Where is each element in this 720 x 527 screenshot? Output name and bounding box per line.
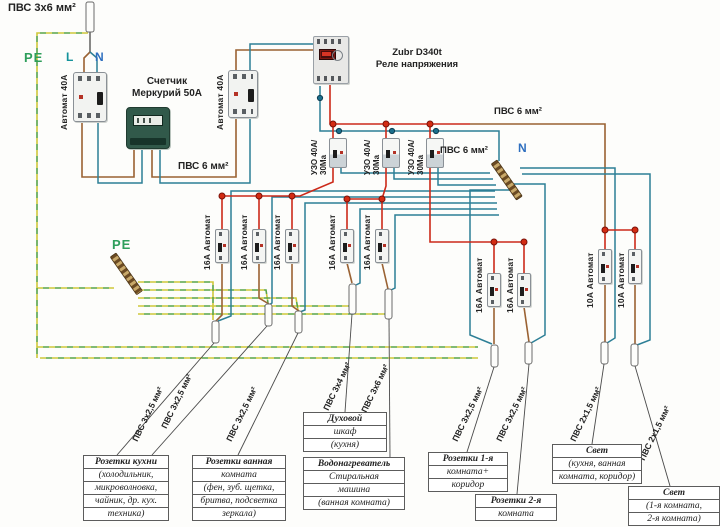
main-breaker-left-label: Автомат 40А — [59, 74, 69, 130]
load-box-boiler-washer: Водонагреватель Стиральная машина (ванна… — [303, 457, 405, 510]
breaker16-2-label: 16А Автомат — [239, 214, 249, 270]
load-box-light-1: Свет (кухня, ванная комната, коридор) — [552, 444, 642, 484]
breaker-indicator-icon — [79, 95, 83, 100]
load-box-oven: Духовой шкаф (кухня) — [303, 412, 387, 452]
branch-breaker-10a-1 — [598, 249, 612, 284]
branch-breaker-16a-3 — [285, 229, 299, 263]
breaker-lever-icon — [248, 89, 254, 103]
pe-busbar — [110, 252, 143, 295]
branch-breaker-16a-6 — [487, 273, 501, 307]
leader-lines — [116, 313, 671, 495]
neutral-dots — [316, 94, 440, 135]
breaker16-4-label: 16А Автомат — [327, 214, 337, 270]
rcd-3-label: УЗО 40А/30Ма — [407, 139, 425, 175]
branch-breaker-16a-2 — [252, 229, 266, 263]
voltage-relay — [313, 36, 349, 84]
energy-meter — [126, 107, 170, 149]
neutral-bus-label: N — [518, 141, 528, 155]
meter-terminal-band — [130, 138, 166, 145]
meter-label: Счетчик Меркурий 50А — [132, 76, 202, 99]
breaker-terminals-icon — [233, 74, 253, 79]
right-bus-cable-tag: ПВС 6 мм² — [494, 106, 542, 117]
load-box-kitchen-sockets: Розетки кухни (холодильник, микроволновк… — [83, 455, 169, 521]
cable-sleeves — [85, 1, 639, 368]
breaker16-7-label: 16А Автомат — [505, 257, 515, 313]
breaker-terminals-icon — [233, 109, 253, 114]
meter-cable-tag: ПВС 6 мм² — [178, 161, 229, 172]
line-terminal-label: L — [66, 50, 75, 64]
neutral-terminal-label: N — [95, 50, 105, 64]
breaker-indicator-icon — [234, 92, 238, 97]
neutral-wires — [89, 43, 651, 346]
load-box-light-2: Свет (1-я комната, 2-я комната) — [628, 486, 720, 526]
rcd-2 — [382, 138, 400, 168]
relay-knob-icon — [332, 50, 343, 61]
branch-breaker-16a-7 — [517, 273, 531, 307]
breaker16-1-label: 16А Автомат — [202, 214, 212, 270]
neutral-busbar — [491, 159, 523, 201]
rcd-2-label: УЗО 40А/30Ма — [363, 139, 381, 175]
breaker-terminals-icon — [78, 76, 102, 81]
breaker-lever-icon — [97, 92, 103, 106]
rcd-1 — [329, 138, 347, 168]
relay-pins-icon — [317, 76, 345, 81]
main-breaker-right — [228, 70, 258, 118]
load-box-bathroom-sockets: Розетки ванная комната (фен, зуб. щетка,… — [192, 455, 286, 521]
load-box-room1-sockets: Розетки 1-я комната+ коридор — [428, 452, 508, 492]
pe-bus-label: PE — [112, 237, 132, 252]
main-breaker-left — [73, 72, 107, 122]
meter-display — [133, 115, 163, 126]
branch-breaker-16a-4 — [340, 229, 354, 263]
breaker10-1-label: 10А Автомат — [585, 252, 595, 308]
breaker16-6-label: 16А Автомат — [474, 257, 484, 313]
breaker-terminals-icon — [78, 113, 102, 118]
main-breaker-right-label: Автомат 40А — [215, 74, 225, 130]
branch-breaker-16a-1 — [215, 229, 229, 263]
load-box-room2-sockets: Розетки 2-я комната — [475, 494, 557, 521]
branch-breaker-10a-2 — [628, 249, 642, 284]
relay-label: Zubr D340t Реле напряжения — [375, 47, 459, 70]
branch-breaker-16a-5 — [375, 229, 389, 263]
junction-dots — [218, 120, 639, 246]
pe-terminal-label: PE — [24, 50, 44, 65]
relay-pins-icon — [317, 39, 345, 44]
rcd-1-label: УЗО 40А/30Ма — [310, 139, 328, 175]
breaker16-5-label: 16А Автомат — [362, 214, 372, 270]
rcd-3 — [426, 138, 444, 168]
pe-wires — [36, 32, 478, 359]
breaker16-3-label: 16А Автомат — [272, 214, 282, 270]
line-wires — [81, 49, 636, 344]
neutral-bus-cable-tag: ПВС 6 мм² — [440, 145, 488, 156]
breaker10-2-label: 10А Автомат — [616, 252, 626, 308]
supply-cable-label: ПВС 3х6 мм² — [8, 2, 76, 14]
